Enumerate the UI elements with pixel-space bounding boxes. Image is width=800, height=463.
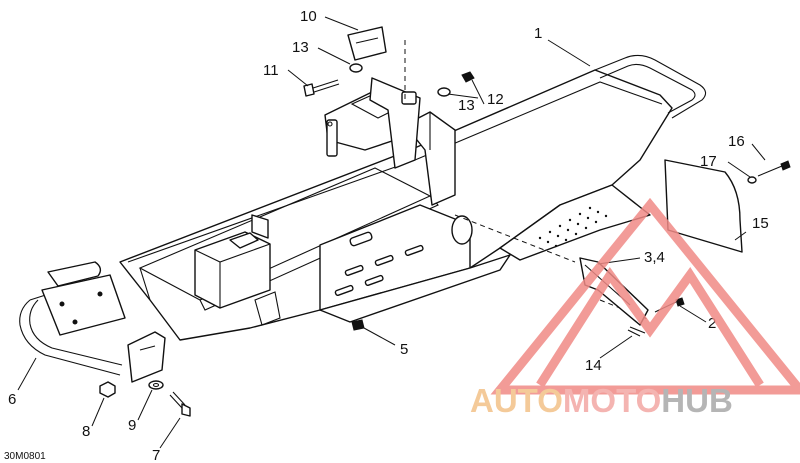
frame-assembly [119,54,707,341]
callout-1: 1 [534,25,542,42]
watermark-auto: AUTO [470,382,563,419]
svg-text:AUTOMOTOHUB: AUTOMOTOHUB [470,382,733,419]
callout-3-4: 3,4 [644,249,665,266]
callout-17: 17 [700,153,717,170]
callout-10: 10 [300,8,317,25]
callout-11: 11 [263,62,279,79]
watermark-logo: AUTOMOTOHUB [470,197,800,419]
callout-12: 12 [487,91,504,108]
callout-13-mid: 13 [458,97,475,114]
callout-14: 14 [585,357,602,374]
callout-5: 5 [400,341,408,358]
callout-13-top: 13 [292,39,309,56]
callout-15: 15 [752,215,769,232]
watermark-triangle-icon [490,197,800,395]
watermark-moto: MOTO [563,382,661,419]
callout-8: 8 [82,423,90,440]
step-holes [538,206,608,248]
front-bumper [19,261,166,383]
callout-6: 6 [8,391,16,408]
diagram-code: 30M0801 [4,451,46,462]
callout-7: 7 [152,447,160,463]
callouts: 1 10 13 11 12 13 16 17 15 3,4 2 14 5 6 8… [4,8,769,463]
callout-16: 16 [728,133,745,150]
leader-lines [17,16,766,449]
callout-9: 9 [128,417,136,434]
watermark-hub: HUB [661,382,733,419]
callout-2: 2 [708,315,716,332]
